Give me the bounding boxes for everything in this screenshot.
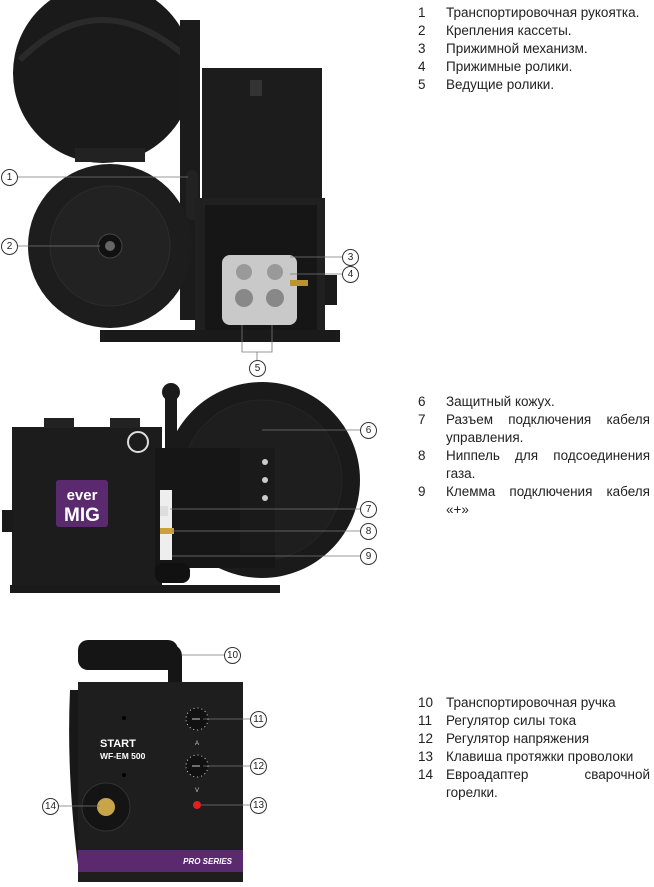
item-number: 13 xyxy=(418,749,434,764)
item-text: Клавиша протяжки проволоки xyxy=(446,749,634,764)
item-number: 2 xyxy=(418,23,426,38)
leader-lines xyxy=(16,176,361,807)
item-number: 7 xyxy=(418,412,426,427)
callout-14: 14 xyxy=(42,798,59,815)
callout-6: 6 xyxy=(360,422,377,439)
item-number: 12 xyxy=(418,731,434,746)
item-text: Крепления кассеты. xyxy=(446,23,572,38)
item-text: Евроадаптер сварочной горелки. xyxy=(446,767,650,800)
item-text: Прижимные ролики. xyxy=(446,59,573,74)
item-text: Регулятор напряжения xyxy=(446,731,590,746)
legend-item: 14 Евроадаптер сварочной горелки. xyxy=(418,766,650,802)
legend-item: 12 Регулятор напряжения xyxy=(418,730,650,748)
callout-4: 4 xyxy=(342,266,359,283)
item-number: 9 xyxy=(418,484,426,499)
callout-5: 5 xyxy=(249,360,266,377)
callout-8: 8 xyxy=(360,523,377,540)
legend-item: 11 Регулятор силы тока xyxy=(418,712,650,730)
callout-2: 2 xyxy=(1,238,18,255)
model-name: WF-EM 500 xyxy=(100,751,146,761)
item-text: Защитный кожух. xyxy=(446,394,555,409)
legend-item: 6 Защитный кожух. xyxy=(418,393,650,411)
legend-top-view: 1 Транспортировочная рукоятка. 2 Крепления… xyxy=(418,4,650,94)
brand-logo-ever: ever xyxy=(67,487,98,504)
series-label: PRO SERIES xyxy=(183,857,233,866)
legend-item: 7 Разъем подключения кабеля управления. xyxy=(418,411,650,447)
callout-10: 10 xyxy=(224,647,241,664)
legend-item: 13 Клавиша протяжки проволоки xyxy=(418,748,650,766)
item-number: 14 xyxy=(418,767,434,782)
item-number: 5 xyxy=(418,77,426,92)
legend-item: 4 Прижимные ролики. xyxy=(418,58,650,76)
knob-current-unit: A xyxy=(195,741,199,747)
legend-item: 8 Ниппель для подсоединения газа. xyxy=(418,447,650,483)
callout-12: 12 xyxy=(250,758,267,775)
feed-mechanism xyxy=(222,255,297,325)
item-text: Разъем подключения кабеля управления. xyxy=(446,412,650,445)
item-text: Транспортировочная ручка xyxy=(446,695,616,710)
model-brand: START xyxy=(100,738,136,750)
item-number: 8 xyxy=(418,448,426,463)
item-text: Прижимной механизм. xyxy=(446,41,588,56)
item-number: 3 xyxy=(418,41,426,56)
item-text: Клемма подключения кабеля «+» xyxy=(446,484,650,517)
callout-9: 9 xyxy=(360,548,377,565)
callout-7: 7 xyxy=(360,501,377,518)
legend-item: 2 Крепления кассеты. xyxy=(418,22,650,40)
top-view-feeder xyxy=(13,0,340,342)
front-view-feeder: PRO SERIES START WF-EM 500 A V xyxy=(69,640,243,882)
legend-item: 5 Ведущие ролики. xyxy=(418,76,650,94)
item-number: 6 xyxy=(418,394,426,409)
legend-item: 10 Транспортировочная ручка xyxy=(418,694,650,712)
callout-13: 13 xyxy=(250,797,267,814)
item-number: 1 xyxy=(418,5,426,20)
legend-item: 3 Прижимной механизм. xyxy=(418,40,650,58)
item-text: Транспортировочная рукоятка. xyxy=(446,5,640,20)
item-text: Регулятор силы тока xyxy=(446,713,577,728)
callout-3: 3 xyxy=(342,249,359,266)
side-view-feeder: ever MIG xyxy=(2,382,360,593)
legend-item: 1 Транспортировочная рукоятка. xyxy=(418,4,650,22)
item-text: Ведущие ролики. xyxy=(446,77,555,92)
item-number: 4 xyxy=(418,59,426,74)
item-text: Ниппель для подсоединения газа. xyxy=(446,448,650,481)
item-number: 11 xyxy=(418,713,433,728)
brand-logo-mig: MIG xyxy=(64,505,100,526)
item-number: 10 xyxy=(418,695,434,710)
callout-1: 1 xyxy=(1,169,18,186)
legend-side-view: 6 Защитный кожух. 7 Разъем подключения каб… xyxy=(418,393,650,519)
callout-11: 11 xyxy=(250,711,267,728)
legend-item: 9 Клемма подключения кабеля «+» xyxy=(418,483,650,519)
knob-voltage-unit: V xyxy=(195,788,199,794)
legend-front-view: 10 Транспортировочная ручка 11 Регулятор с… xyxy=(418,694,650,802)
